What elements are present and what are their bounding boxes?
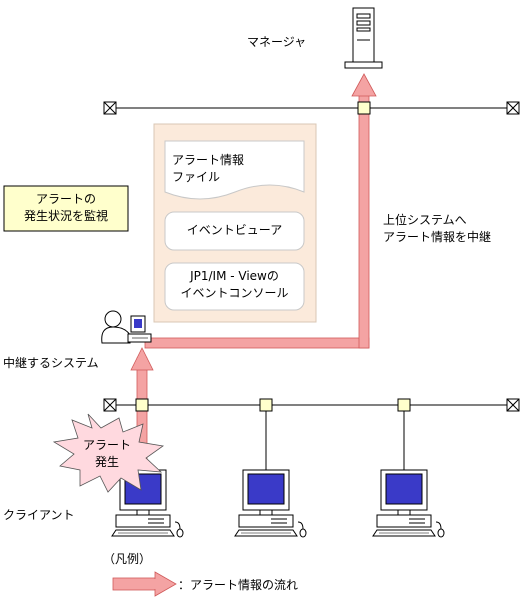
legend-arrow xyxy=(112,571,177,597)
client-label: クライアント xyxy=(3,508,75,522)
alert-flow-arrow xyxy=(130,73,377,474)
monitor-note-line1: アラートの xyxy=(35,192,96,206)
alert-file-line2: ファイル xyxy=(172,170,221,184)
alert-file-line1: アラート情報 xyxy=(172,153,245,167)
event-console-line2: イベントコンソール xyxy=(180,286,289,300)
upper-right-terminator xyxy=(506,101,520,115)
manager-node xyxy=(357,101,371,115)
alert-burst-line1: アラート xyxy=(82,438,131,452)
alert-burst-line2: 発生 xyxy=(94,455,119,469)
relay-system-label: 中継するシステム xyxy=(3,356,99,370)
client2-node xyxy=(259,398,273,412)
relay-node xyxy=(135,398,149,412)
legend-text: ：アラート情報の流れ xyxy=(178,578,299,592)
client3-node xyxy=(397,398,411,412)
event-viewer-label: イベントビューア xyxy=(186,223,283,237)
manager-label: マネージャ xyxy=(247,35,307,49)
upper-left-terminator xyxy=(103,101,117,115)
event-console-line1: JP1/IM - Viewの xyxy=(190,269,279,283)
monitor-note-box xyxy=(3,185,129,232)
legend-title: （凡例） xyxy=(103,552,152,566)
lower-left-terminator xyxy=(103,398,117,412)
client3-pc-icon xyxy=(372,469,445,538)
manager-server-icon xyxy=(344,7,383,69)
operator-icon xyxy=(101,310,152,344)
monitor-note-line2: 発生状況を監視 xyxy=(23,209,108,223)
event-viewer-box xyxy=(164,211,305,251)
event-console-box xyxy=(164,262,305,311)
client2-pc-icon xyxy=(234,469,307,538)
alert-file-shape xyxy=(164,140,305,200)
client1-pc-icon xyxy=(111,469,184,538)
lower-right-terminator xyxy=(506,398,520,412)
relay-desc-line1: 上位システムへ xyxy=(383,213,467,227)
alert-burst-shape xyxy=(52,413,165,493)
relay-desc-line2: アラート情報を中継 xyxy=(383,230,492,244)
